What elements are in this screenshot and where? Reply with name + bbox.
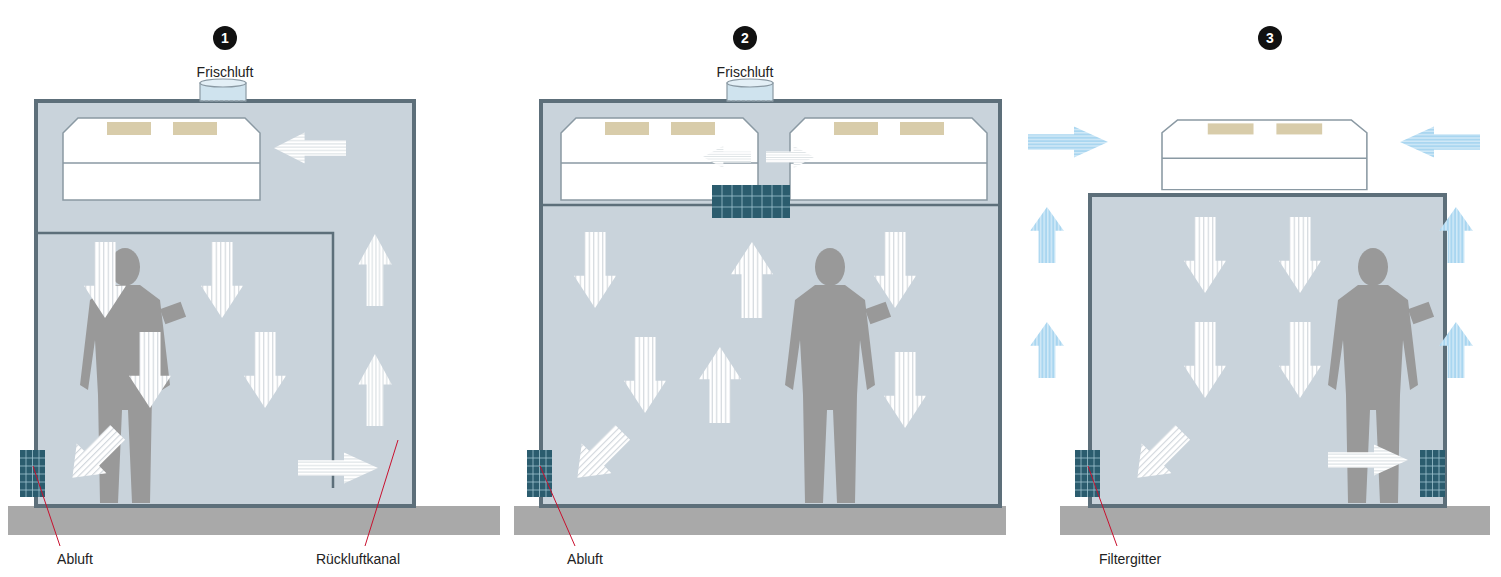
part-label: Filtergitter — [1099, 551, 1161, 567]
air-label: Frischluft — [717, 64, 774, 80]
callout-number: 3 — [1266, 30, 1274, 46]
callout-number: 1 — [221, 30, 229, 46]
callout-number: 2 — [741, 30, 749, 46]
air-label: Frischluft — [197, 64, 254, 80]
part-label: Abluft — [567, 551, 603, 567]
part-label: Abluft — [57, 551, 93, 567]
part-label: Rückluftkanal — [316, 551, 400, 567]
